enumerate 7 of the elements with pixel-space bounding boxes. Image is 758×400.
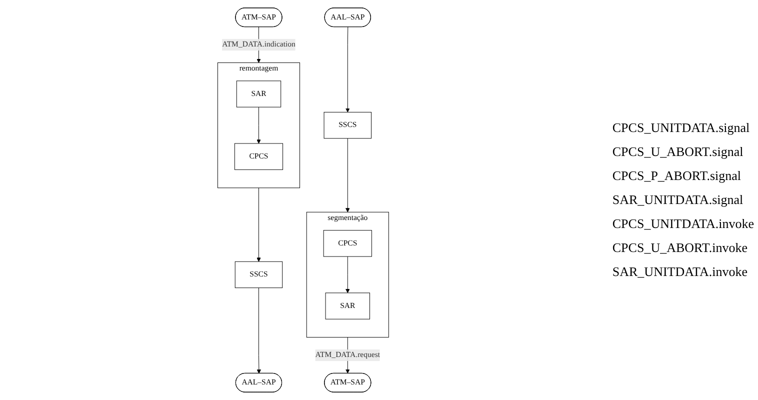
primitive-label: CPCS_U_ABORT.invoke <box>612 240 749 256</box>
primitive-label: SAR_UNITDATA.invoke <box>612 264 748 280</box>
primitive-label: CPCS_U_ABORT.signal <box>612 144 744 160</box>
primitive-label: CPCS_UNITDATA.signal <box>612 120 751 136</box>
primitive-label: SAR_UNITDATA.signal <box>612 192 744 208</box>
primitive-label: CPCS_UNITDATA.invoke <box>612 216 754 232</box>
primitive-label: CPCS_P_ABORT.signal <box>612 168 742 184</box>
